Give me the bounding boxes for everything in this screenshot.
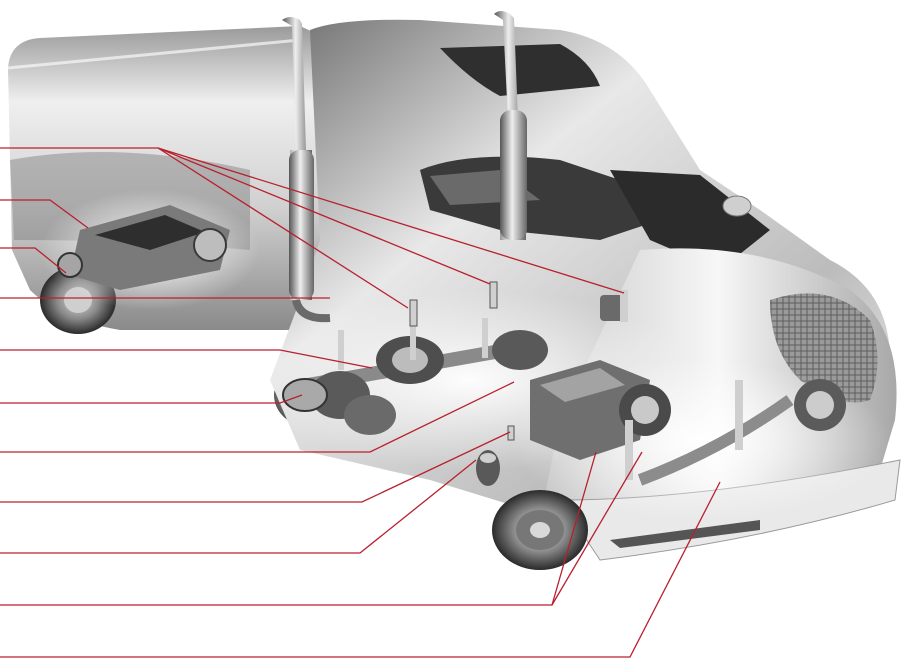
front-wheel-left: [492, 490, 588, 570]
callout-10b: [551, 451, 643, 606]
callout-5: [0, 349, 373, 369]
component-canister: [476, 450, 500, 486]
transmission: [530, 360, 671, 460]
callout-9: [0, 459, 477, 554]
front-wheel-hub: [794, 379, 846, 431]
callout-1c: [157, 147, 625, 294]
callout-leaders: [0, 147, 721, 658]
windshield: [610, 170, 770, 270]
callout-7: [0, 381, 515, 453]
callout-1b: [157, 147, 491, 285]
side-mirror: [722, 195, 752, 217]
roof-window: [440, 44, 600, 96]
front-axle-beam: [637, 395, 794, 486]
callout-11: [0, 481, 721, 658]
rear-drivetrain-assembly: [57, 205, 230, 290]
component-sensor: [600, 290, 628, 322]
callout-6: [0, 394, 303, 404]
tandem-axle-assembly: [282, 318, 548, 435]
component-bolt-2: [489, 281, 498, 309]
component-bolt-1: [409, 299, 418, 327]
callout-3: [0, 247, 67, 274]
callout-8: [0, 431, 511, 503]
callout-2: [0, 199, 89, 229]
